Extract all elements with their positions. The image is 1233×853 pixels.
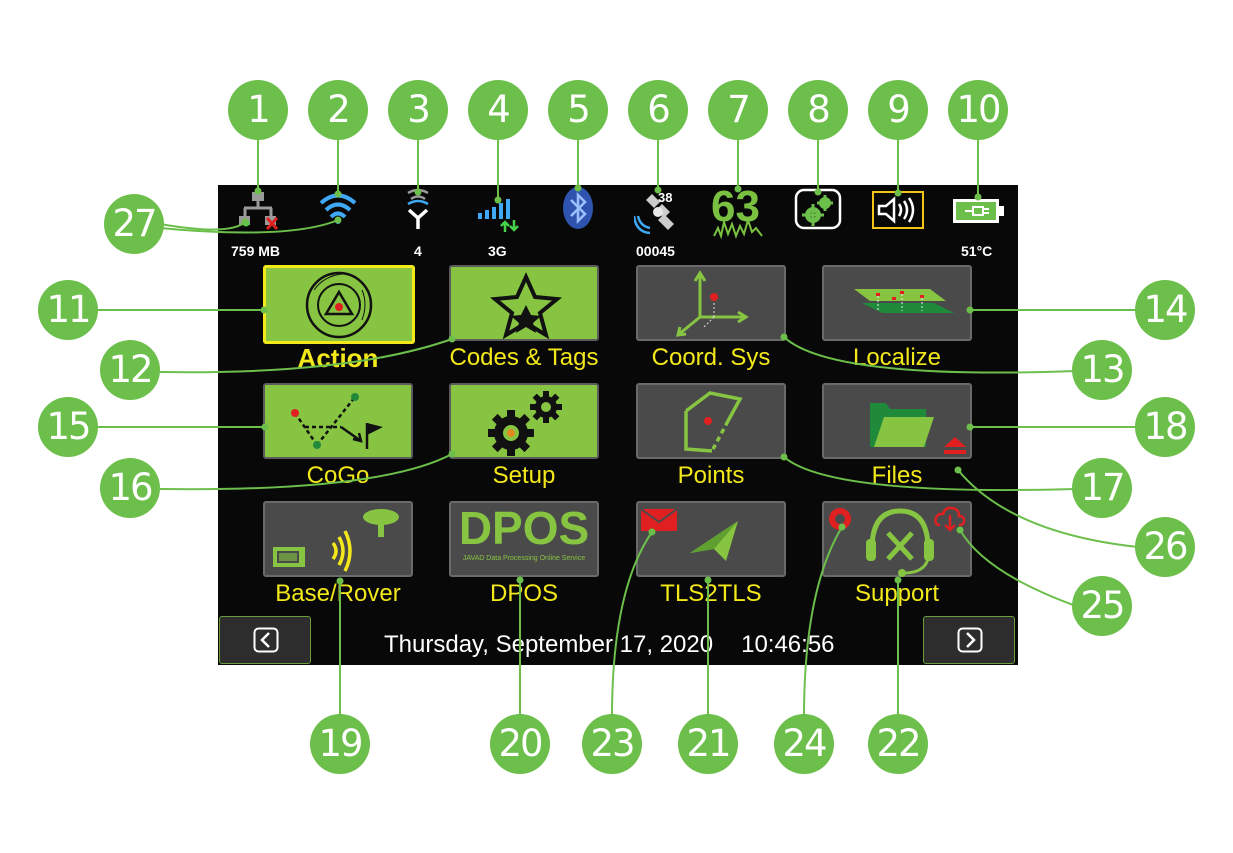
prev-page-button[interactable] (219, 616, 311, 664)
send-arrow-icon (690, 521, 738, 561)
callout-25: 25 (1072, 576, 1132, 636)
dpos-button[interactable]: DPOS JAVAD Data Processing Online Servic… (449, 501, 599, 577)
dpos-logo-title: DPOS (458, 502, 590, 554)
base-rover-button[interactable] (263, 501, 413, 577)
mail-icon[interactable] (640, 507, 680, 533)
localize-label: Localize (852, 344, 942, 371)
action-button[interactable] (263, 265, 415, 344)
signal-value-text: 63 (711, 182, 760, 231)
points-polygon-icon (684, 391, 743, 453)
callout-13: 13 (1072, 340, 1132, 400)
date-time: Thursday, September 17, 2020 10:46:56 (384, 631, 835, 659)
callout-19: 19 (310, 714, 370, 774)
axes-icon (676, 270, 749, 337)
dpos-logo-subtitle: JAVAD Data Processing Online Service (462, 555, 586, 562)
callout-5: 5 (548, 80, 608, 140)
cogo-icon (291, 393, 383, 449)
points-label: Points (677, 462, 745, 489)
callout-6: 6 (628, 80, 688, 140)
satellites-count-text: 38 (658, 190, 673, 205)
callout-16: 16 (100, 458, 160, 518)
date-text: Thursday, September 17, 2020 (384, 631, 714, 658)
callout-21: 21 (678, 714, 738, 774)
next-page-button[interactable] (923, 616, 1015, 664)
setup-button[interactable] (449, 383, 599, 459)
callout-10: 10 (948, 80, 1008, 140)
dpos-label: DPOS (489, 580, 558, 607)
coord-sys-label: Coord. Sys (651, 344, 771, 371)
base-rover-icon (273, 509, 399, 572)
network-type-text: 3G (488, 243, 507, 259)
wifi-icon[interactable] (318, 190, 358, 226)
support-button[interactable] (822, 501, 972, 577)
callout-11: 11 (38, 280, 98, 340)
tls2tls-label: TLS2TLS (660, 580, 762, 607)
callout-9: 9 (868, 80, 928, 140)
uhf-channel-text: 4 (414, 243, 422, 259)
codes-tags-label: Codes & Tags (449, 344, 599, 371)
callout-26: 26 (1135, 517, 1195, 577)
bluetooth-icon[interactable] (561, 186, 595, 230)
folder-icon (870, 403, 934, 447)
callout-18: 18 (1135, 397, 1195, 457)
cloud-download-icon[interactable] (934, 505, 966, 533)
speaker-icon[interactable] (871, 190, 925, 230)
cogo-button[interactable] (263, 383, 413, 459)
network-icon[interactable] (238, 190, 278, 234)
gears-icon (488, 391, 562, 456)
codes-tags-button[interactable] (449, 265, 599, 341)
callout-8: 8 (788, 80, 848, 140)
eject-icon[interactable] (942, 435, 968, 457)
callout-3: 3 (388, 80, 448, 140)
star-icon (489, 272, 563, 340)
temperature-text: 51°C (961, 243, 993, 259)
dpos-logo (453, 507, 597, 567)
callout-23: 23 (582, 714, 642, 774)
cogo-label: CoGo (306, 462, 370, 489)
battery-icon[interactable] (951, 196, 1007, 226)
satellites-id-text: 00045 (636, 243, 675, 259)
time-text: 10:46:56 (741, 631, 835, 658)
cellular-icon[interactable] (476, 196, 524, 232)
callout-1: 1 (228, 80, 288, 140)
localize-layers-icon (854, 289, 954, 313)
callout-22: 22 (868, 714, 928, 774)
base-rover-label: Base/Rover (275, 580, 401, 607)
satellite-icon[interactable] (634, 190, 684, 234)
callout-7: 7 (708, 80, 768, 140)
callout-4: 4 (468, 80, 528, 140)
callout-12: 12 (100, 340, 160, 400)
signal-quality-icon[interactable] (708, 192, 768, 240)
tls2tls-button[interactable] (636, 501, 786, 577)
settings-gears-icon[interactable] (794, 188, 842, 230)
record-icon[interactable] (827, 506, 853, 532)
callout-27: 27 (104, 194, 164, 254)
storage-text: 759 MB (231, 243, 281, 259)
callout-20: 20 (490, 714, 550, 774)
uhf-antenna-icon[interactable] (403, 188, 433, 230)
callout-24: 24 (774, 714, 834, 774)
callout-17: 17 (1072, 458, 1132, 518)
chevron-right-icon (957, 627, 983, 653)
setup-label: Setup (492, 462, 556, 489)
callout-14: 14 (1135, 280, 1195, 340)
chevron-left-icon (253, 627, 279, 653)
points-button[interactable] (636, 383, 786, 459)
coord-sys-button[interactable] (636, 265, 786, 341)
survey-marker-icon (305, 271, 373, 339)
localize-button[interactable] (822, 265, 972, 341)
callout-2: 2 (308, 80, 368, 140)
support-headset-icon (866, 508, 934, 577)
support-label: Support (854, 580, 940, 607)
callout-15: 15 (38, 397, 98, 457)
action-label: Action (297, 343, 379, 373)
files-label: Files (871, 462, 923, 489)
files-button[interactable] (822, 383, 972, 459)
